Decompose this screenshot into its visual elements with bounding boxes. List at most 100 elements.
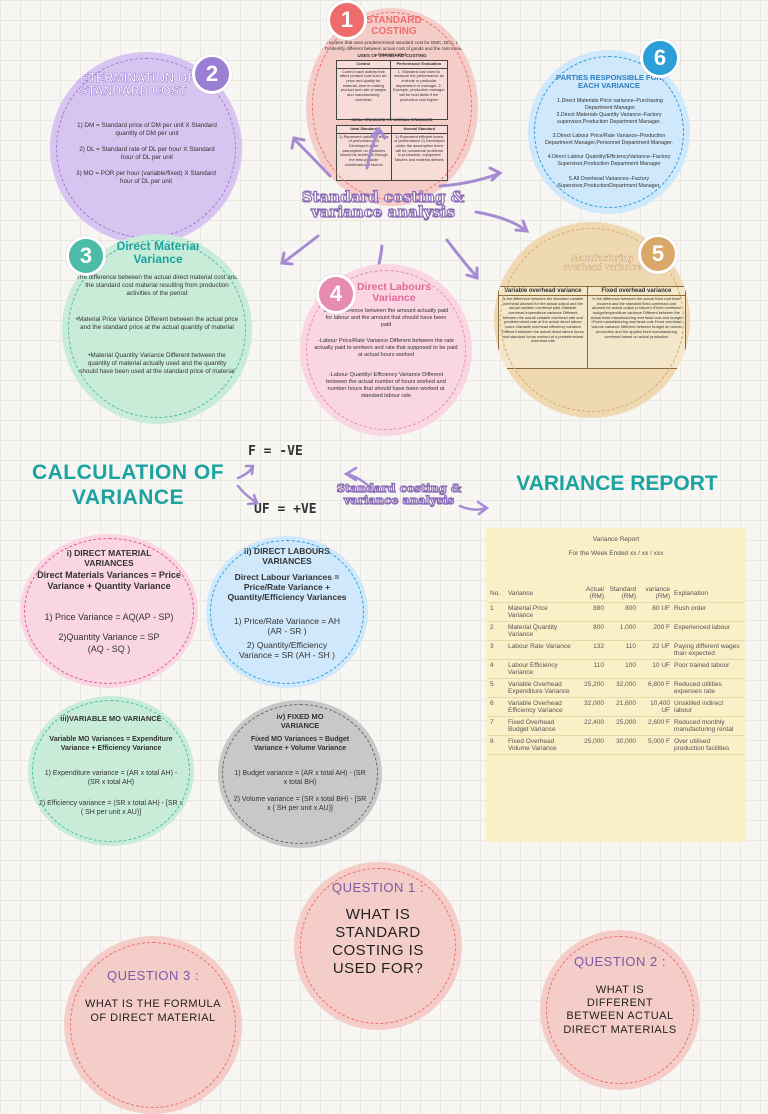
uses-cell-performance: 1. Standard cost used to measure the per… — [389, 67, 449, 120]
cell-standard: 800 — [606, 602, 638, 622]
badge-5: 5 — [638, 234, 678, 274]
cell-explanation: Paying different wages than expected — [672, 640, 744, 660]
badge-3: 3 — [66, 236, 106, 276]
ideal-cell: 1) Represent optimum levels of performan… — [336, 132, 392, 181]
fmo-volume-formula: 2) Volume variance = (SR x total BH) - [… — [233, 796, 367, 812]
question-3-circle[interactable]: QUESTION 3 : WHAT IS THE FORMULA OF DIRE… — [64, 936, 242, 1114]
question-1-label: QUESTION 1 : — [332, 880, 424, 895]
col-no: No. — [488, 584, 506, 603]
cell-variance: Labour Rate Variance — [506, 640, 576, 660]
variable-overhead-header: Variable overhead variance — [498, 286, 588, 296]
cell-explanation: Rush order — [672, 602, 744, 622]
question-1-text: WHAT IS STANDARD COSTING IS USED FOR? — [332, 906, 424, 977]
cell-variance: Fixed Overhead Budget Variance — [506, 716, 576, 736]
cell-standard: 1,000 — [606, 621, 638, 641]
dl-rate-formula: 1) Price/Rate Variance = AH (AR - SR ) — [234, 616, 340, 637]
dl-variance-title: ii) DIRECT LABOURS VARIANCES — [244, 546, 330, 566]
cell-diff: 2,600 F — [638, 716, 672, 736]
cell-diff: 6,800 F — [638, 678, 672, 698]
table-row: 4 Labour Efficiency Variance 110 100 10 … — [488, 659, 744, 679]
cell-actual: 25,200 — [576, 678, 606, 698]
uses-header-control: Control — [336, 60, 391, 69]
cell-actual: 32,000 — [576, 697, 606, 717]
center-title: Standard costing & variance analysis — [301, 188, 465, 221]
table-row: 6 Variable Overhead Efficiency Variance … — [488, 697, 744, 717]
cell-variance: Variable Overhead Efficiency Variance — [506, 697, 576, 717]
ideal-table: Ideal Standard Normal Standard 1) Repres… — [336, 125, 449, 181]
vmo-variance-circle: iii)VARIABLE MO VARIANCE Variable MO Var… — [28, 696, 194, 846]
fmo-variance-title: iv) FIXED MO VARIANCE — [276, 712, 324, 730]
cell-diff: 80 UF — [638, 602, 672, 622]
cell-variance: Variable Overhead Expenditure Variance — [506, 678, 576, 698]
cell-variance: Fixed Overhead Volume Variance — [506, 735, 576, 755]
cell-no: 8 — [488, 735, 506, 755]
cell-actual: 800 — [576, 621, 606, 641]
standard-costing-circle: STANDARD COSTING 1.A system that uses pr… — [306, 8, 478, 206]
fmo-variance-circle: iv) FIXED MO VARIANCE Fixed MO Variances… — [218, 700, 382, 848]
variable-overhead-cell: Is the difference between the standard v… — [498, 295, 588, 369]
question-2-text: WHAT IS DIFFERENT BETWEEN ACTUAL DIRECT … — [563, 984, 677, 1036]
parties-item-2: 2.Direct Materials Quantity Variance–Fac… — [556, 112, 662, 125]
table-row: 8 Fixed Overhead Volume Variance 25,000 … — [488, 735, 744, 755]
cell-standard: 100 — [606, 659, 638, 679]
determination-item-1: 1) DM = Standard price of DM per unit X … — [77, 122, 217, 137]
table-row: 1 Material Price Variance 880 800 80 UF … — [488, 602, 744, 622]
dm-quantity-formula: 2)Quantity Variance = SP (AQ - SQ ) — [58, 632, 160, 654]
fmo-variance-formula: Fixed MO Variances = Budget Variance + V… — [250, 736, 350, 752]
vmo-variance-formula: Variable MO Variances = Expenditure Vari… — [49, 736, 173, 752]
cell-diff: 5,000 F — [638, 735, 672, 755]
table-row: 7 Fixed Overhead Budget Variance 22,400 … — [488, 716, 744, 736]
dm-variance-circle: i) DIRECT MATERIAL VARIANCES Direct Mate… — [20, 534, 198, 688]
parties-item-5: 5.All Overhead Variances–Factory Supervi… — [557, 176, 661, 189]
col-actual: Actual (RM) — [576, 584, 606, 603]
direct-labours-efficiency: -Labour Quantity/ Efficiency Variance Di… — [326, 372, 446, 399]
cell-explanation: Reduced monthly manufacturing rental — [672, 716, 744, 736]
question-3-label: QUESTION 3 : — [107, 968, 199, 983]
badge-4: 4 — [316, 274, 356, 314]
cell-actual: 25,000 — [576, 735, 606, 755]
cell-standard: 32,000 — [606, 678, 638, 698]
standard-costing-title: STANDARD COSTING — [366, 15, 422, 37]
parties-item-1: 1.Direct Materials Price variance–Purcha… — [557, 98, 663, 111]
col-variance: Variance — [506, 584, 576, 603]
variance-report-heading: VARIANCE REPORT — [516, 472, 718, 495]
cell-explanation: Experienced labour — [672, 621, 744, 641]
cell-explanation: Over utilised production facilities — [672, 735, 744, 755]
determination-circle: DETERMINATION OF STANDARD COST 1) DM = S… — [50, 52, 242, 244]
cell-diff: 10,400 UF — [638, 697, 672, 717]
cell-diff: 22 UF — [638, 640, 672, 660]
fixed-overhead-header: Fixed overhead variance — [586, 286, 687, 296]
question-1-circle[interactable]: QUESTION 1 : WHAT IS STANDARD COSTING IS… — [294, 862, 462, 1030]
dl-efficiency-formula: 2) Quantity/Efficiency Variance = SR (AH… — [239, 640, 335, 661]
cell-diff: 10 UF — [638, 659, 672, 679]
dm-variance-formula: Direct Materials Variances = Price Varia… — [37, 570, 181, 591]
determination-item-2: 2) DL = Standard rate of DL per hour X S… — [79, 146, 215, 161]
cell-no: 4 — [488, 659, 506, 679]
cell-no: 2 — [488, 621, 506, 641]
dl-variance-formula: Direct Labour Variances = Price/Rate Var… — [227, 572, 347, 603]
table-row: 2 Material Quantity Variance 800 1,000 2… — [488, 621, 744, 641]
question-2-circle[interactable]: QUESTION 2 : WHAT IS DIFFERENT BETWEEN A… — [540, 930, 700, 1090]
col-diff: variance (RM) — [638, 584, 672, 603]
vmo-efficiency-formula: 2) Efficiency variance = (SR x total AH)… — [38, 800, 183, 816]
report-table: No. Variance Actual (RM) Standard (RM) v… — [488, 584, 744, 755]
cell-diff: 200 F — [638, 621, 672, 641]
determination-item-3: 3) MO = POR per hour (variable/fixed) X … — [76, 170, 216, 185]
cell-standard: 21,600 — [606, 697, 638, 717]
vmo-expenditure-formula: 1) Expenditure variance = (AR x total AH… — [44, 770, 178, 786]
cell-actual: 132 — [576, 640, 606, 660]
cell-explanation: Reduced utilities expenses rate — [672, 678, 744, 698]
direct-labours-title: Direct Labours Variance — [356, 281, 432, 305]
question-3-text: WHAT IS THE FORMULA OF DIRECT MATERIAL — [84, 998, 221, 1024]
normal-cell: 1) Represent efficient levels of perform… — [390, 132, 449, 181]
standard-costing-line-1: 1.A system that uses predetermined stand… — [320, 40, 464, 45]
cell-no: 3 — [488, 640, 506, 660]
report-subtitle: For the Week Ended xx / xx / xxx — [568, 550, 664, 557]
cell-variance: Material Quantity Variance — [506, 621, 576, 641]
direct-material-intro: The difference between the actual direct… — [76, 274, 238, 297]
cell-variance: Labour Efficiency Variance — [506, 659, 576, 679]
determination-title: DETERMINATION OF STANDARD COST — [70, 71, 196, 99]
cell-actual: 22,400 — [576, 716, 606, 736]
cell-standard: 25,000 — [606, 716, 638, 736]
parties-item-3: 3.Direct Labour Price/Rate Variance–Prod… — [545, 133, 673, 146]
